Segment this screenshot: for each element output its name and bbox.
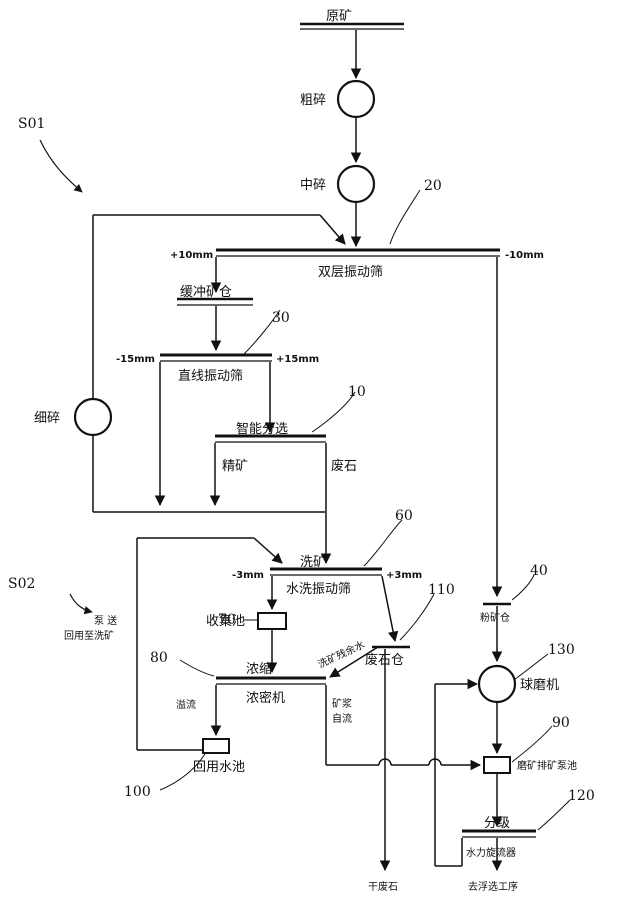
classify-label: 分级 [484, 816, 510, 831]
ref-60: 60 [395, 508, 413, 524]
plus15-label: +15mm [276, 354, 319, 365]
collect-pool-label: 收集池 [206, 613, 245, 629]
buffer-bin-label: 缓冲矿仓 [180, 285, 232, 300]
smart-sort-label: 智能分选 [236, 422, 288, 437]
ref-130: 130 [548, 642, 575, 658]
ref-110: 110 [428, 582, 455, 598]
recycle-to-wash-label: 回用至洗矿 [64, 629, 114, 642]
medium-crusher-shape [336, 164, 376, 204]
minus10-label: -10mm [505, 250, 544, 261]
hydrocyclone-label: 水力旋流器 [466, 846, 516, 859]
dry-waste-label: 干废石 [368, 880, 398, 893]
thicken-label: 浓缩 [246, 661, 272, 677]
recycle-pool-label: 回用水池 [193, 760, 245, 775]
waste-bin-label: 废石仓 [365, 652, 404, 668]
minus15-label: -15mm [116, 354, 155, 365]
ore-wash-label: 洗矿 [300, 555, 326, 570]
ball-mill-label: 球磨机 [520, 678, 559, 693]
waste-rock-label: 废石 [331, 458, 357, 474]
powder-bin-label: 粉矿仓 [480, 611, 510, 624]
plus10-label: +10mm [170, 250, 213, 261]
raw-ore-label: 原矿 [326, 9, 352, 24]
ref-10: 10 [348, 384, 366, 400]
ref-20: 20 [424, 178, 442, 194]
stage-s01-label: S01 [18, 116, 45, 132]
double-screen-label: 双层振动筛 [318, 265, 383, 280]
pump-label: 泵 送 [94, 614, 117, 627]
minus3-label: -3mm [232, 570, 264, 581]
ref-100: 100 [124, 784, 151, 800]
linear-screen-label: 直线振动筛 [178, 369, 243, 384]
pump-pool-shape [483, 756, 511, 774]
self-flow-label: 自流 [332, 712, 352, 725]
coarse-crush-label: 粗碎 [300, 93, 326, 108]
medium-crush-label: 中碎 [300, 178, 326, 193]
fine-crush-label: 细碎 [34, 411, 60, 426]
ball-mill-shape [477, 664, 517, 704]
ref-40: 40 [530, 563, 548, 579]
fine-crusher-shape [73, 397, 113, 437]
plus3-label: +3mm [386, 570, 422, 581]
thickener-label: 浓密机 [246, 690, 285, 706]
slurry-label: 矿浆 [332, 697, 352, 710]
ref-90: 90 [552, 715, 570, 731]
concentrate-label: 精矿 [222, 459, 248, 474]
stage-s02-label: S02 [8, 576, 35, 592]
ref-80: 80 [150, 650, 168, 666]
wash-residue-water-label: 洗矿残余水 [316, 638, 367, 671]
pump-pool-label: 磨矿排矿泵池 [517, 759, 577, 772]
ref-70: 70 [218, 612, 236, 628]
water-wash-screen-label: 水洗振动筛 [286, 582, 351, 597]
coarse-crusher-shape [336, 79, 376, 119]
ref-30: 30 [272, 310, 290, 326]
to-flotation-label: 去浮选工序 [468, 880, 518, 893]
collect-pool-shape [257, 612, 287, 630]
overflow-label: 溢流 [176, 698, 196, 711]
recycle-pool-shape [202, 738, 230, 754]
ref-120: 120 [568, 788, 595, 804]
